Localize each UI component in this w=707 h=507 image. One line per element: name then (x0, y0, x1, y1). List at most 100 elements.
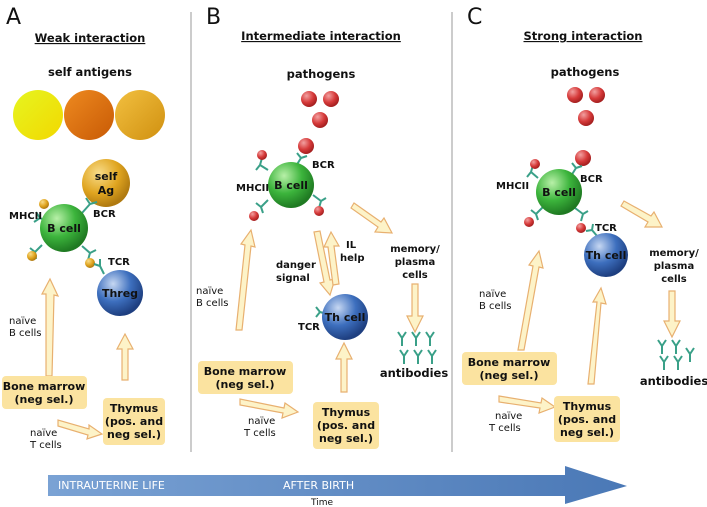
mhcii-label: MHCII (236, 183, 269, 194)
bcell-b (268, 162, 314, 208)
bcr-label: BCR (93, 209, 116, 220)
thymus-box (313, 402, 379, 449)
pathogen (589, 87, 605, 103)
naive-b-label: B cells (9, 328, 41, 339)
timeline-right-label: AFTER BIRTH (283, 479, 354, 492)
panel-title: Intermediate interaction (241, 29, 401, 43)
diagonal-arrow (350, 202, 394, 234)
time-axis-label: Time (310, 498, 333, 507)
bcell-label: B cell (47, 222, 81, 235)
tcr-label: TCR (108, 257, 130, 268)
pathogen (298, 138, 314, 154)
naive-b-label: naïve (196, 286, 223, 297)
antibodies-label: antibodies (380, 366, 448, 380)
self-ag-label: self (95, 170, 118, 183)
treg-label: Threg (102, 287, 138, 300)
panel-title: Strong interaction (524, 29, 643, 43)
th-cell-label: Th cell (325, 311, 366, 324)
right-arrow (57, 419, 104, 440)
antibodies-label: antibodies (640, 374, 707, 388)
up-arrow (41, 277, 60, 377)
antigen-dot (85, 258, 95, 268)
pathogen (575, 150, 591, 166)
il-help-label: IL (346, 240, 357, 251)
diagonal-arrow (620, 200, 663, 228)
pathogen-dot (530, 159, 540, 169)
memory-label: plasma (395, 257, 435, 268)
bone-marrow-label: Bone marrow (204, 365, 287, 378)
bcr-label: BCR (312, 160, 335, 171)
bone-marrow-box (2, 376, 87, 409)
thymus-label: neg sel.) (319, 432, 373, 445)
antigen-label: pathogens (287, 67, 356, 81)
thymus-box (103, 398, 165, 445)
tcr-label: TCR (298, 322, 320, 333)
bone-marrow-label: (neg sel.) (479, 369, 538, 382)
pathogen-dot (249, 211, 259, 221)
naive-b-label: naïve (9, 316, 36, 327)
self-antigen-orange (64, 90, 114, 140)
panel-a: A Weak interaction self antigens self Ag… (2, 5, 165, 451)
antigen-dot (39, 199, 49, 209)
thymus-label: (pos. and (105, 415, 163, 428)
memory-label: memory/ (390, 244, 440, 255)
self-antigen-yellow (13, 90, 63, 140)
pathogen (567, 87, 583, 103)
bone-marrow-label: (neg sel.) (215, 378, 274, 391)
thymus-label: (pos. and (317, 419, 375, 432)
danger-label: signal (276, 273, 310, 284)
panel-letter: A (6, 5, 21, 30)
bone-marrow-box (198, 361, 293, 394)
tcr-receptor-icon (585, 223, 598, 237)
thymus-label: neg sel.) (107, 428, 161, 441)
thymus-label: (pos. and (558, 413, 616, 426)
bcell-label: B cell (274, 179, 308, 192)
timeline: INTRAUTERINE LIFE AFTER BIRTH Time (48, 466, 627, 507)
bone-marrow-label: Bone marrow (468, 356, 551, 369)
panel-title: Weak interaction (35, 31, 146, 45)
pathogen-dot (524, 217, 534, 227)
bcell-label: B cell (542, 186, 576, 199)
thymus-label: neg sel.) (560, 426, 614, 439)
antigen-dot (27, 251, 37, 261)
memory-label: cells (402, 270, 428, 281)
naive-t-label: naïve (495, 411, 522, 422)
receptor-icon (255, 152, 327, 214)
mhcii-label: MHCII (496, 181, 529, 192)
naive-b-label: B cells (196, 298, 228, 309)
panel-letter: B (206, 5, 221, 30)
timeline-arrow (48, 466, 627, 504)
memory-label: cells (661, 274, 687, 285)
up-arrow (323, 230, 341, 286)
bone-marrow-label: Bone marrow (3, 380, 86, 393)
memory-label: plasma (654, 261, 694, 272)
th-cell (584, 233, 628, 277)
down-arrow (406, 283, 424, 334)
il-help-label: help (340, 253, 365, 264)
right-arrow (498, 395, 557, 414)
naive-t-label: naïve (30, 428, 57, 439)
self-ag-cell (82, 159, 130, 207)
up-arrow (335, 341, 353, 393)
timeline-left-label: INTRAUTERINE LIFE (58, 479, 165, 492)
pathogen-dot (576, 223, 586, 233)
panel-b: B Intermediate interaction pathogens B c… (196, 5, 448, 449)
panel-letter: C (467, 5, 482, 30)
mhcii-label: MHCII (9, 211, 42, 222)
th-cell-label: Th cell (586, 249, 627, 262)
up-arrow (517, 249, 544, 351)
bone-marrow-label: (neg sel.) (14, 393, 73, 406)
naive-t-label: naïve (248, 416, 275, 427)
naive-t-label: T cells (488, 423, 521, 434)
antibodies-icon (657, 339, 695, 370)
treg-cell (97, 270, 143, 316)
tcr-label: TCR (595, 223, 617, 234)
naive-t-label: T cells (243, 428, 276, 439)
bcr-label: BCR (580, 174, 603, 185)
pathogen-dot (257, 150, 267, 160)
antigen-label: pathogens (551, 65, 620, 79)
antibodies-icon (397, 331, 437, 364)
bone-marrow-box (462, 352, 557, 385)
antigen-label: self antigens (48, 65, 132, 79)
